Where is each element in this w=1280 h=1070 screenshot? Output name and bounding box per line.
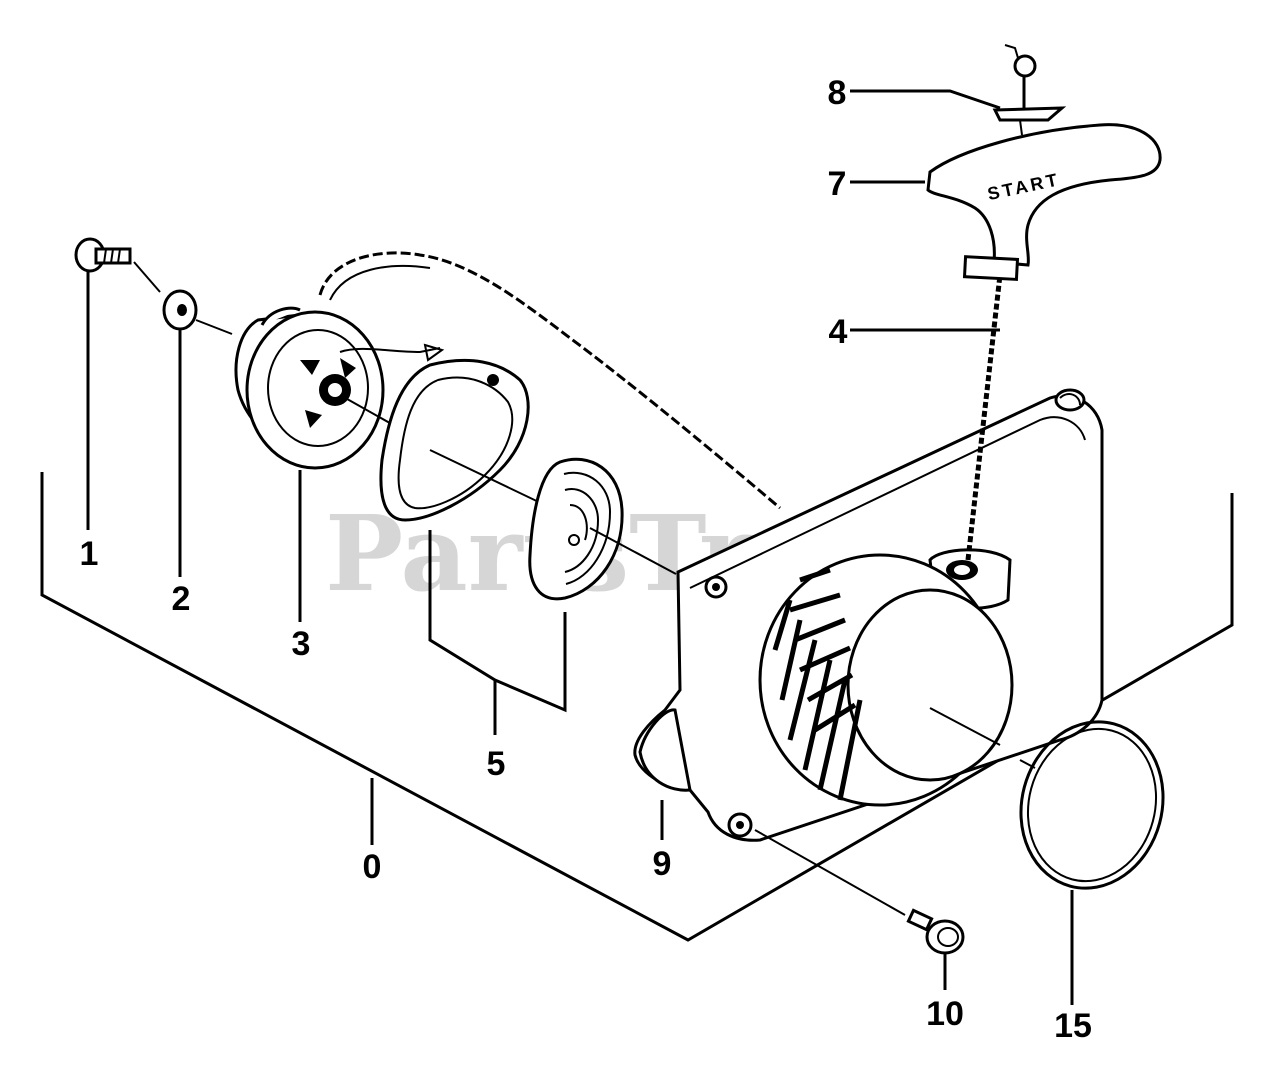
part-spring-case (379, 358, 546, 522)
part-bolt (74, 237, 161, 530)
callout-0: 0 (363, 848, 382, 886)
part-rope (850, 274, 1003, 561)
callout-9: 9 (653, 845, 672, 883)
callout-10: 10 (926, 995, 964, 1033)
bracket-5 (428, 530, 567, 735)
callout-5: 5 (487, 745, 506, 783)
callout-2: 2 (172, 580, 191, 618)
callout-1: 1 (80, 535, 99, 573)
part-pulley (234, 251, 781, 622)
callout-15: 15 (1054, 1007, 1092, 1045)
part-handle: START (850, 123, 1162, 281)
leader-8 (850, 89, 1001, 110)
part-screw (754, 829, 965, 990)
callout-3: 3 (292, 625, 311, 663)
callout-4: 4 (829, 313, 848, 351)
part-spring (528, 457, 677, 601)
part-housing (633, 388, 1104, 842)
callout-7: 7 (828, 165, 847, 203)
callout-8: 8 (828, 74, 847, 112)
assembly-bracket (40, 472, 1234, 942)
part-clip (850, 44, 1067, 136)
part-ring (1019, 720, 1165, 1005)
part-washer (162, 289, 233, 577)
